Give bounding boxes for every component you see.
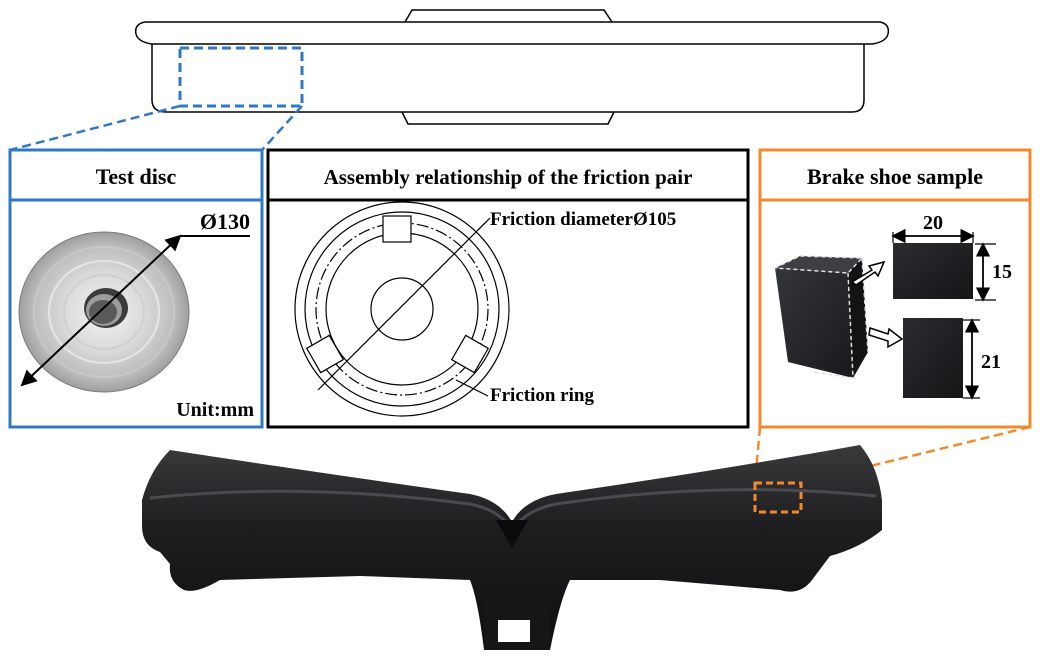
unit-label: Unit:mm — [176, 399, 254, 421]
brake-shoe-sample-panel: Brake shoe sample 20 15 — [758, 148, 1032, 429]
friction-ring-label: Friction ring — [490, 385, 594, 406]
brake-shoe-sample-title: Brake shoe sample — [807, 164, 983, 189]
assembly-drawing — [294, 201, 510, 417]
friction-block-top — [382, 215, 412, 243]
friction-diameter-leader — [477, 217, 491, 231]
sample-face-21 — [903, 318, 963, 398]
sample-cube-photo — [772, 255, 869, 379]
disc-sampling-region — [178, 46, 304, 108]
friction-ring-leader — [455, 379, 489, 397]
assembly-panel: Assembly relationship of the friction pa… — [266, 148, 750, 429]
disc-diameter-line — [20, 234, 182, 387]
disc-callout-line-left — [9, 104, 181, 152]
assembly-title: Assembly relationship of the friction pa… — [324, 165, 693, 189]
brake-shoe-photo — [142, 445, 882, 650]
friction-diameter-label: Friction diameterØ105 — [490, 209, 676, 230]
sample-depth-label: 21 — [981, 351, 1001, 373]
disc-diameter-label: Ø130 — [200, 209, 250, 234]
sample-face-15 — [893, 243, 973, 299]
test-disc-title: Test disc — [96, 164, 177, 189]
shoe-sampling-region — [753, 481, 803, 514]
test-disc-panel: Test disc Ø130 Unit:mm — [8, 148, 264, 429]
sample-height-label: 15 — [992, 261, 1012, 283]
friction-block-left — [305, 334, 345, 374]
sample-width-label: 20 — [923, 212, 943, 234]
test-disc-photo — [18, 231, 190, 393]
sample-arrow-down — [868, 327, 904, 349]
disc-callout-line-right — [261, 105, 303, 151]
friction-block-right — [450, 334, 490, 374]
sample-arrow-up — [850, 260, 886, 286]
wheel-outline — [134, 9, 890, 125]
